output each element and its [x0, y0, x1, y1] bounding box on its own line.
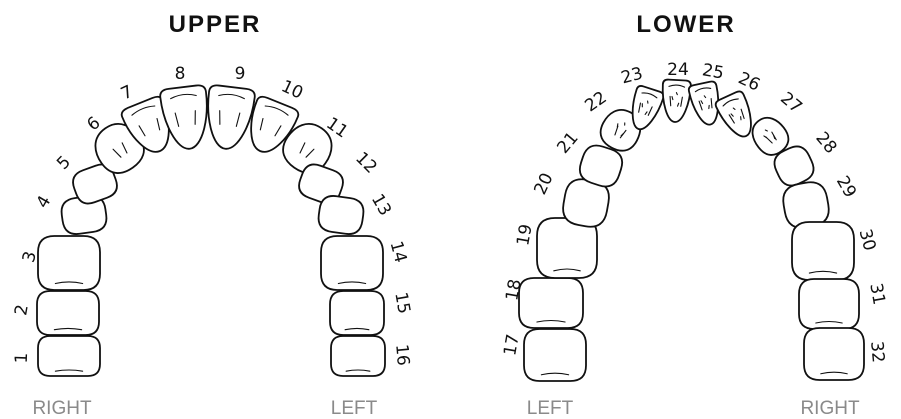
tooth-11[interactable] — [275, 115, 340, 181]
tooth-18-shape — [518, 277, 584, 329]
tooth-number-21: 21 — [553, 128, 582, 157]
tooth-17[interactable] — [523, 328, 587, 382]
tooth-number-20: 20 — [530, 170, 557, 198]
tooth-13[interactable] — [317, 194, 366, 236]
tooth-26-shape — [714, 90, 752, 138]
tooth-number-2: 2 — [11, 303, 33, 317]
tooth-16-shape — [330, 335, 386, 377]
tooth-15-shape — [329, 290, 385, 336]
lower-arch-title: LOWER — [636, 11, 735, 38]
tooth-16[interactable] — [330, 335, 386, 377]
tooth-25[interactable] — [687, 80, 724, 128]
tooth-14-shape — [320, 235, 384, 291]
tooth-9-shape — [207, 84, 256, 150]
tooth-1-shape — [37, 335, 101, 377]
tooth-4-shape — [60, 195, 108, 235]
tooth-number-27: 27 — [776, 88, 805, 117]
tooth-number-4: 4 — [33, 192, 56, 211]
tooth-2[interactable] — [36, 290, 100, 336]
tooth-1[interactable] — [37, 335, 101, 377]
tooth-22[interactable] — [595, 103, 647, 156]
tooth-3[interactable] — [37, 235, 101, 291]
tooth-number-24: 24 — [667, 60, 689, 80]
tooth-8[interactable] — [159, 84, 212, 151]
tooth-21[interactable] — [576, 142, 626, 191]
tooth-28-shape — [773, 145, 815, 187]
upper-right-label: RIGHT — [32, 398, 92, 419]
tooth-number-23: 23 — [619, 64, 645, 89]
tooth-10[interactable] — [240, 95, 300, 160]
lower-left-label: LEFT — [527, 398, 574, 419]
tooth-number-29: 29 — [832, 173, 860, 202]
tooth-number-13: 13 — [367, 191, 395, 220]
lower-right-label: RIGHT — [800, 398, 860, 419]
tooth-number-28: 28 — [811, 128, 840, 157]
tooth-number-3: 3 — [19, 249, 41, 265]
tooth-number-7: 7 — [118, 82, 136, 105]
tooth-number-15: 15 — [390, 291, 413, 316]
tooth-number-31: 31 — [865, 282, 888, 307]
tooth-number-5: 5 — [53, 152, 75, 174]
tooth-number-10: 10 — [278, 76, 306, 103]
tooth-number-9: 9 — [235, 64, 246, 84]
tooth-number-17: 17 — [500, 333, 523, 358]
tooth-17-shape — [523, 328, 587, 382]
tooth-32[interactable] — [803, 327, 865, 381]
tooth-30[interactable] — [791, 221, 855, 281]
tooth-number-1: 1 — [12, 352, 32, 364]
tooth-number-8: 8 — [175, 64, 186, 84]
tooth-number-30: 30 — [855, 227, 880, 253]
tooth-number-14: 14 — [386, 239, 411, 265]
tooth-10-shape — [250, 95, 300, 153]
tooth-number-25: 25 — [701, 60, 726, 83]
tooth-21-shape — [578, 144, 624, 188]
tooth-2-shape — [36, 290, 100, 336]
tooth-number-12: 12 — [351, 148, 380, 177]
tooth-8-shape — [159, 84, 208, 150]
tooth-22-shape — [599, 108, 642, 152]
tooth-13-shape — [317, 195, 365, 235]
tooth-31[interactable] — [798, 278, 860, 330]
tooth-9[interactable] — [202, 84, 256, 151]
tooth-25-shape — [687, 80, 720, 126]
tooth-4[interactable] — [60, 194, 109, 236]
tooth-number-18: 18 — [502, 278, 525, 303]
tooth-11-shape — [282, 123, 333, 174]
tooth-24[interactable] — [661, 78, 692, 123]
tooth-3-shape — [37, 235, 101, 291]
tooth-18[interactable] — [518, 277, 584, 329]
tooth-32-shape — [803, 327, 865, 381]
tooth-20-shape — [562, 178, 610, 228]
upper-left-label: LEFT — [331, 398, 378, 419]
tooth-24-shape — [661, 78, 692, 123]
tooth-number-16: 16 — [391, 343, 413, 366]
tooth-number-32: 32 — [866, 340, 888, 363]
tooth-15[interactable] — [329, 290, 385, 336]
tooth-28[interactable] — [770, 142, 818, 190]
tooth-14[interactable] — [320, 235, 384, 291]
tooth-26[interactable] — [714, 90, 760, 143]
tooth-number-19: 19 — [513, 223, 536, 248]
tooth-20[interactable] — [560, 177, 611, 230]
tooth-number-22: 22 — [581, 88, 610, 117]
upper-arch-title: UPPER — [169, 11, 262, 38]
